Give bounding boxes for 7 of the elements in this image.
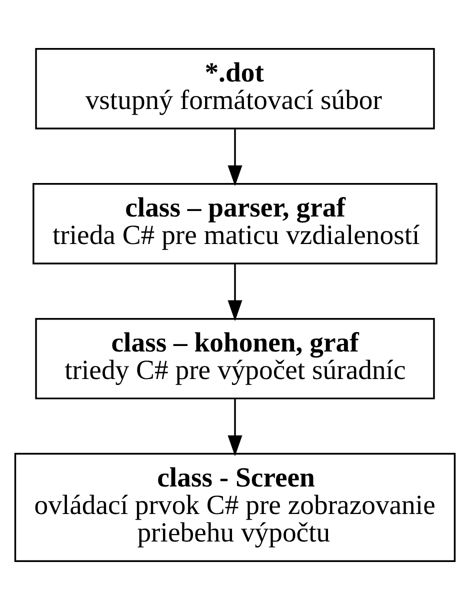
node-box: class – kohonen, graf triedy C# pre výpočet súradníc: [35, 317, 435, 399]
arrow: [228, 398, 242, 456]
node-box: class – parser, graf trieda C# pre maticu vzdialeností: [32, 182, 438, 264]
node-box: *.dot vstupný formátovací súbor: [35, 48, 435, 129]
arrow: [228, 128, 242, 186]
arrow: [228, 264, 242, 321]
node-box: class - Screen ovládací prvok C# pre zobrazovanie priebehu výpočtu: [14, 452, 456, 562]
